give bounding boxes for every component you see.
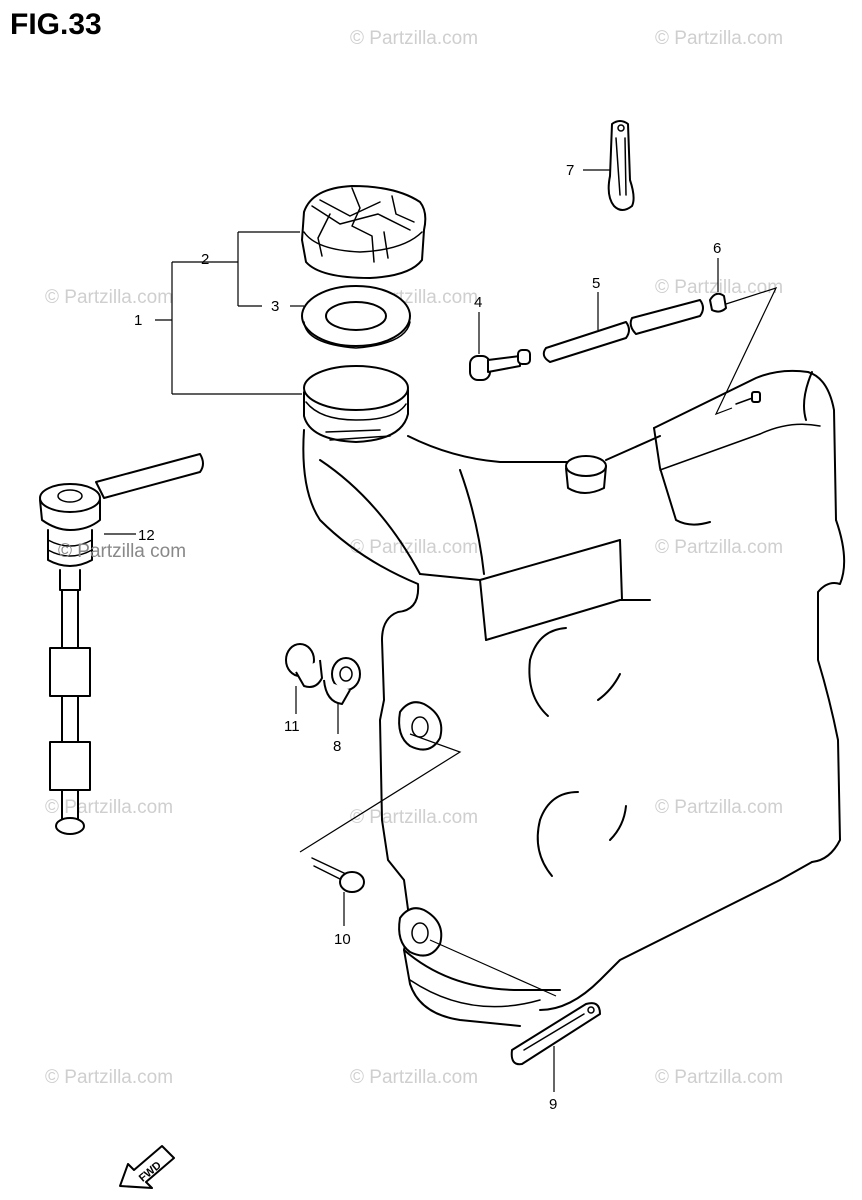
watermark: © Partzilla.com bbox=[655, 797, 783, 818]
watermark: © Partzilla.com bbox=[350, 537, 478, 558]
watermark: © Partzilla.com bbox=[655, 28, 783, 49]
watermark: © Partzilla.com bbox=[655, 1067, 783, 1088]
fwd-arrow: FWD bbox=[119, 1145, 175, 1189]
part-10-bolt: 10 bbox=[311, 857, 365, 948]
watermark: © Partzilla.com bbox=[45, 287, 173, 308]
watermark: © Partzilla.com bbox=[655, 537, 783, 558]
callout-11: 11 bbox=[284, 718, 300, 735]
callout-5: 5 bbox=[592, 275, 600, 292]
watermark: © Partzilla com bbox=[58, 541, 186, 562]
callout-9: 9 bbox=[549, 1096, 557, 1113]
watermark: © Partzilla.com bbox=[350, 807, 478, 828]
part-12-sender: 12 © Partzilla com bbox=[39, 453, 204, 835]
callout-12: 12 bbox=[138, 527, 155, 544]
callout-4: 4 bbox=[474, 294, 482, 311]
part-2-fuel-cap bbox=[301, 185, 427, 279]
watermark: © Partzilla.com bbox=[350, 28, 478, 49]
callout-3: 3 bbox=[271, 298, 279, 315]
figure-title: FIG.33 bbox=[10, 8, 102, 41]
callout-10: 10 bbox=[334, 931, 351, 948]
fuel-tank bbox=[302, 365, 846, 1027]
callout-1: 1 bbox=[134, 312, 142, 329]
watermark: © Partzilla.com bbox=[45, 797, 173, 818]
part-3-gasket bbox=[301, 285, 411, 349]
callout-bracket-1-2-3: 2 3 1 bbox=[134, 231, 304, 395]
part-9-strap: 9 bbox=[510, 1002, 601, 1113]
callout-7: 7 bbox=[566, 162, 574, 179]
part-6-clamp: 6 bbox=[709, 240, 778, 416]
watermark: © Partzilla.com bbox=[45, 1067, 173, 1088]
watermark: © Partzilla.com bbox=[655, 277, 783, 298]
part-11-grommet: 11 bbox=[284, 643, 323, 735]
callout-6: 6 bbox=[713, 240, 721, 257]
part-7-clip: 7 bbox=[566, 120, 635, 211]
watermark: © Partzilla.com bbox=[350, 1067, 478, 1088]
part-4-fitting: 4 bbox=[469, 294, 531, 381]
part-8-bushing: 8 bbox=[323, 657, 361, 755]
callout-2: 2 bbox=[201, 251, 209, 268]
part-5-hose: 5 bbox=[542, 275, 704, 363]
callout-8: 8 bbox=[333, 738, 341, 755]
